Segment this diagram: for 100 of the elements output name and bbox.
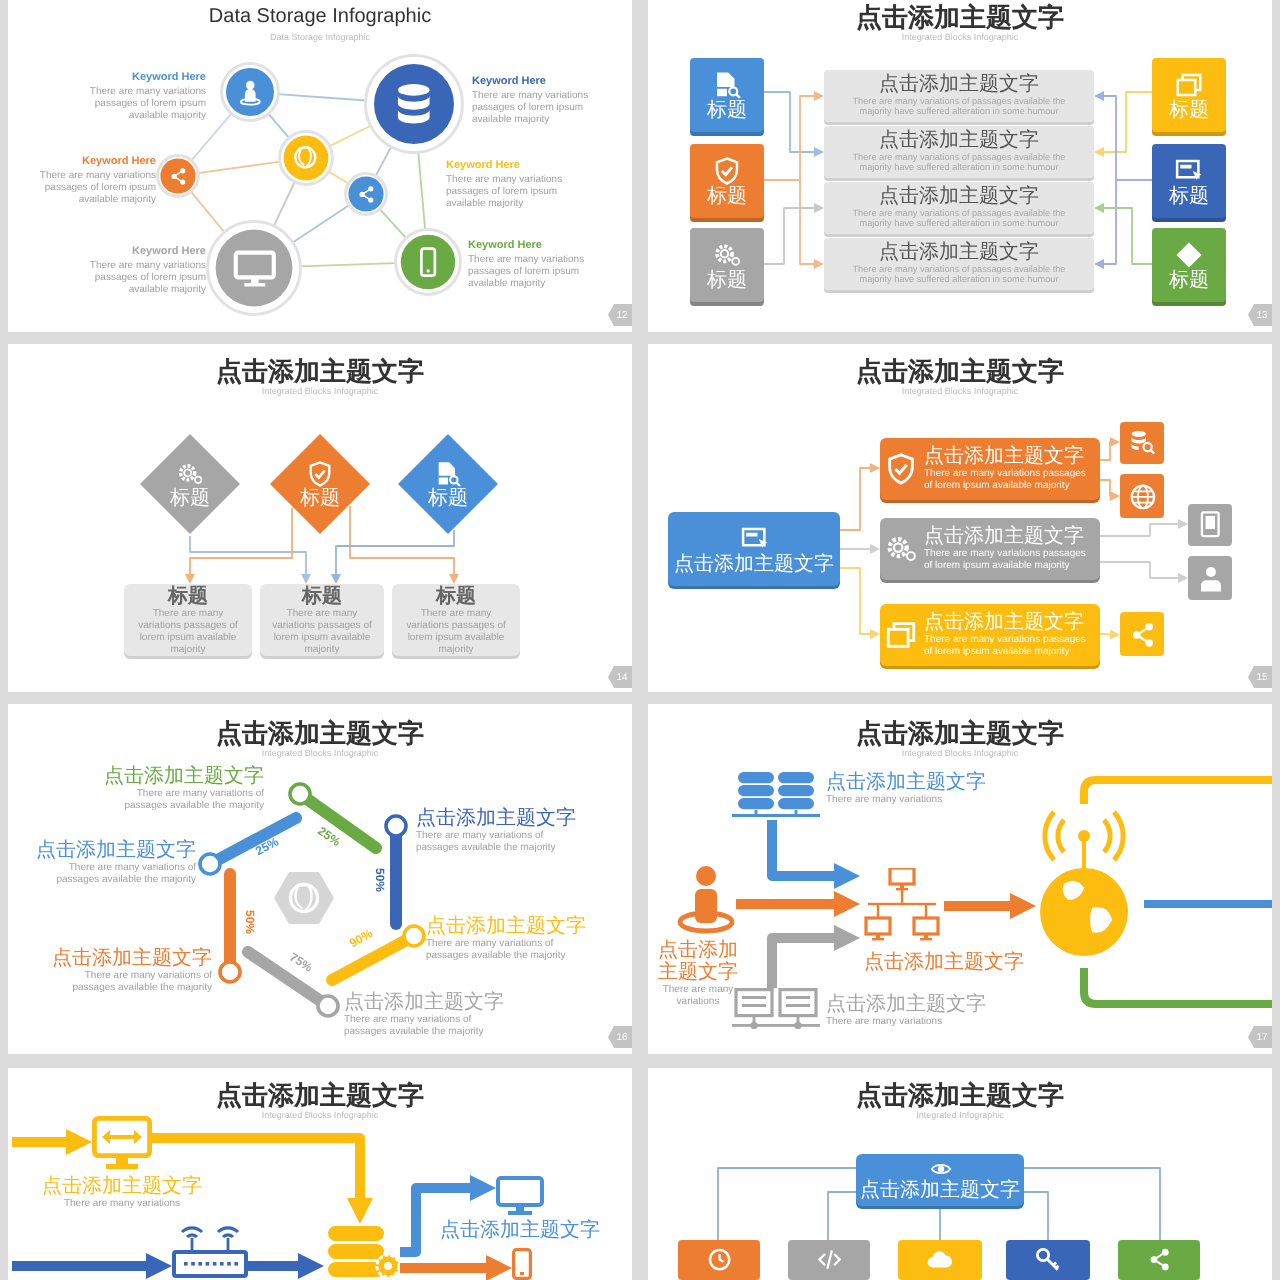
- caption-heading: 点击添加主题文字: [42, 1176, 202, 1198]
- icon-tile: [1152, 58, 1226, 132]
- slide-title: 点击添加主题文字: [856, 1082, 1064, 1110]
- connector-line: [1023, 1167, 1161, 1241]
- icon-square: [1188, 556, 1232, 600]
- connector-line: [277, 93, 368, 102]
- caption-heading: 点击添加主题文字: [440, 1220, 600, 1242]
- slide-title: 点击添加主题文字: [856, 720, 1064, 748]
- arrow: [1094, 203, 1153, 265]
- slide-panel: [648, 0, 1272, 332]
- bar-heading: 点击添加主题文字: [879, 75, 1039, 96]
- icon-square: [898, 1240, 982, 1280]
- box-heading: 点击添加主题文字: [924, 446, 1084, 468]
- text-card: [124, 584, 252, 656]
- server-icon: [732, 988, 820, 1032]
- slide-panel: [648, 344, 1272, 692]
- slide-panel: [8, 344, 632, 692]
- icon-circle: [220, 62, 280, 122]
- database-gear-icon: [324, 1224, 400, 1280]
- arrow: [839, 567, 880, 639]
- monitor-icon: [92, 1116, 152, 1172]
- text-box: [880, 518, 1100, 580]
- arrow: [248, 1253, 324, 1279]
- connector-line: [267, 112, 291, 140]
- arrow: [763, 91, 824, 157]
- icon-circle: [206, 220, 302, 316]
- bar-heading: 点击添加主题文字: [879, 243, 1039, 264]
- card-heading: 标题: [436, 585, 476, 607]
- text-bar: [824, 70, 1094, 122]
- slide-title: Data Storage Infographic: [208, 4, 432, 30]
- slide-title: 点击添加主题文字: [216, 720, 424, 748]
- icon-square: [1006, 1240, 1090, 1280]
- card-heading: 标题: [302, 585, 342, 607]
- connector-line: [299, 262, 397, 268]
- icon-tile: [1152, 228, 1226, 302]
- tile-label: 标题: [707, 185, 747, 207]
- arrow: [944, 893, 1036, 919]
- slide-title: 点击添加主题文字: [856, 4, 1064, 32]
- arrow: [767, 820, 860, 889]
- phone-icon: [512, 1248, 532, 1280]
- monitor-icon: [496, 1176, 544, 1216]
- caption-heading: 点击添加主题文字: [36, 840, 196, 862]
- icon-square: [1118, 1240, 1200, 1280]
- connector-line: [378, 207, 408, 240]
- caption-heading: 点击添加主题文字: [826, 772, 986, 794]
- slide-panel: [648, 1068, 1272, 1280]
- box-heading: 点击添加主题文字: [674, 553, 834, 575]
- connector-line: [190, 112, 233, 162]
- connector-line: [939, 1205, 941, 1241]
- text-box: [880, 438, 1100, 500]
- diamond-label: 标题: [428, 487, 468, 509]
- caption-heading: 点击添加主题文字: [826, 994, 986, 1016]
- caption-heading: 点击添加主题文字: [656, 940, 740, 984]
- person-icon: [676, 864, 736, 936]
- text-box: [880, 604, 1100, 666]
- slide-title: 点击添加主题文字: [856, 358, 1064, 386]
- arrow: [12, 1129, 92, 1155]
- connector-line: [291, 204, 351, 244]
- icon-tile: [1152, 144, 1226, 218]
- arrow: [767, 925, 860, 988]
- slide-panel: [8, 0, 632, 332]
- arrow: [736, 891, 860, 917]
- arrow: [400, 1255, 512, 1280]
- router-icon: [172, 1220, 248, 1280]
- caption-heading: 点击添加主题文字: [864, 952, 1024, 974]
- slide-panel: [8, 1068, 632, 1280]
- globe-antenna-icon: [1036, 808, 1132, 960]
- icon-circle: [364, 54, 464, 154]
- text-bar: [824, 238, 1094, 290]
- arrow: [839, 463, 880, 531]
- tile-label: 标题: [707, 269, 747, 291]
- title-box: [856, 1154, 1024, 1206]
- tile-label: 标题: [1169, 269, 1209, 291]
- diamond-label: 标题: [300, 487, 340, 509]
- diamond-label: 标题: [170, 487, 210, 509]
- icon-tile: [690, 58, 764, 132]
- connector-line: [327, 170, 350, 185]
- title-box: [668, 512, 840, 586]
- database-icon: [732, 770, 820, 820]
- arrow: [1099, 479, 1120, 501]
- slide-panel: [648, 704, 1272, 1054]
- arrow: [1099, 437, 1120, 461]
- arrow: [1099, 519, 1188, 537]
- caption-heading: 点击添加主题文字: [344, 992, 504, 1014]
- icon-circle: [394, 228, 462, 296]
- icon-square: [1120, 422, 1164, 464]
- icon-tile: [690, 228, 764, 302]
- arrow: [349, 505, 459, 584]
- arrow: [152, 1133, 373, 1224]
- arrow: [1099, 629, 1120, 640]
- slide-title: 点击添加主题文字: [216, 1082, 424, 1110]
- tile-label: 标题: [707, 99, 747, 121]
- arrow: [1099, 561, 1188, 583]
- tile-label: 标题: [1169, 185, 1209, 207]
- arrow: [839, 544, 880, 554]
- connector-line: [328, 124, 372, 148]
- caption-heading: 点击添加主题文字: [416, 808, 576, 830]
- box-heading: 点击添加主题文字: [860, 1180, 1020, 1202]
- connector-line: [272, 180, 296, 228]
- icon-square: [788, 1240, 870, 1280]
